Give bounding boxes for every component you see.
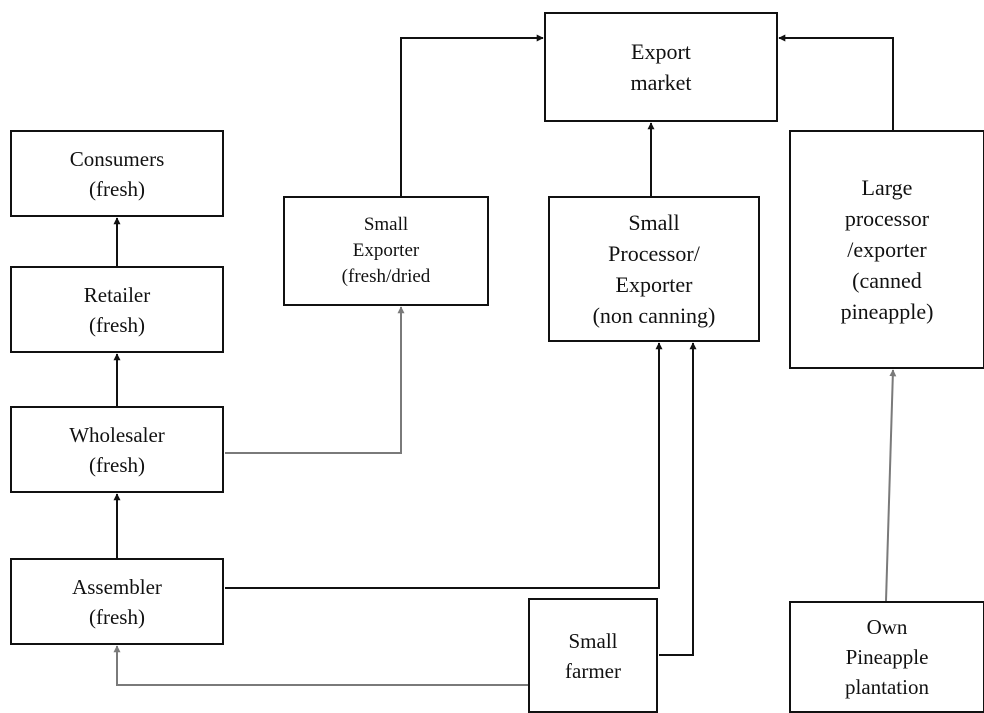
node-assembler-label: Assembler (fresh) [72,574,162,629]
arrow-assembler-to-small-processor [225,342,663,589]
arrow-small-farmer-to-small-processor [659,342,697,656]
arrow-small-farmer-to-assembler [113,645,528,686]
node-small-exporter: Small Exporter (fresh/dried [283,196,489,306]
node-wholesaler-label: Wholesaler (fresh) [69,422,165,477]
node-large-processor-exporter-label: Large processor /exporter (canned pineap… [840,175,934,324]
node-own-pineapple-plantation: Own Pineapple plantation [789,601,984,713]
node-consumers-label: Consumers (fresh) [69,146,165,201]
node-consumers: Consumers (fresh) [10,130,224,217]
node-own-pineapple-plantation-label: Own Pineapple plantation [845,615,929,699]
arrow-large-processor-to-export-market [778,34,894,130]
node-small-processor-exporter-label: Small Processor/ Exporter (non canning) [592,210,716,328]
node-small-processor-exporter: Small Processor/ Exporter (non canning) [548,196,760,342]
node-export-market-label: Export market [630,39,692,95]
node-retailer-label: Retailer (fresh) [83,282,151,337]
node-small-farmer-label: Small farmer [565,628,621,683]
arrow-wholesaler-to-small-exporter [225,306,405,454]
node-retailer: Retailer (fresh) [10,266,224,353]
node-small-exporter-label: Small Exporter (fresh/dried [341,214,431,287]
node-large-processor-exporter: Large processor /exporter (canned pineap… [789,130,984,369]
node-small-farmer: Small farmer [528,598,658,713]
node-wholesaler: Wholesaler (fresh) [10,406,224,493]
arrow-own-plantation-to-large-processor [885,369,897,602]
arrow-small-exporter-to-export-market [400,34,544,196]
node-export-market: Export market [544,12,778,122]
node-assembler: Assembler (fresh) [10,558,224,645]
